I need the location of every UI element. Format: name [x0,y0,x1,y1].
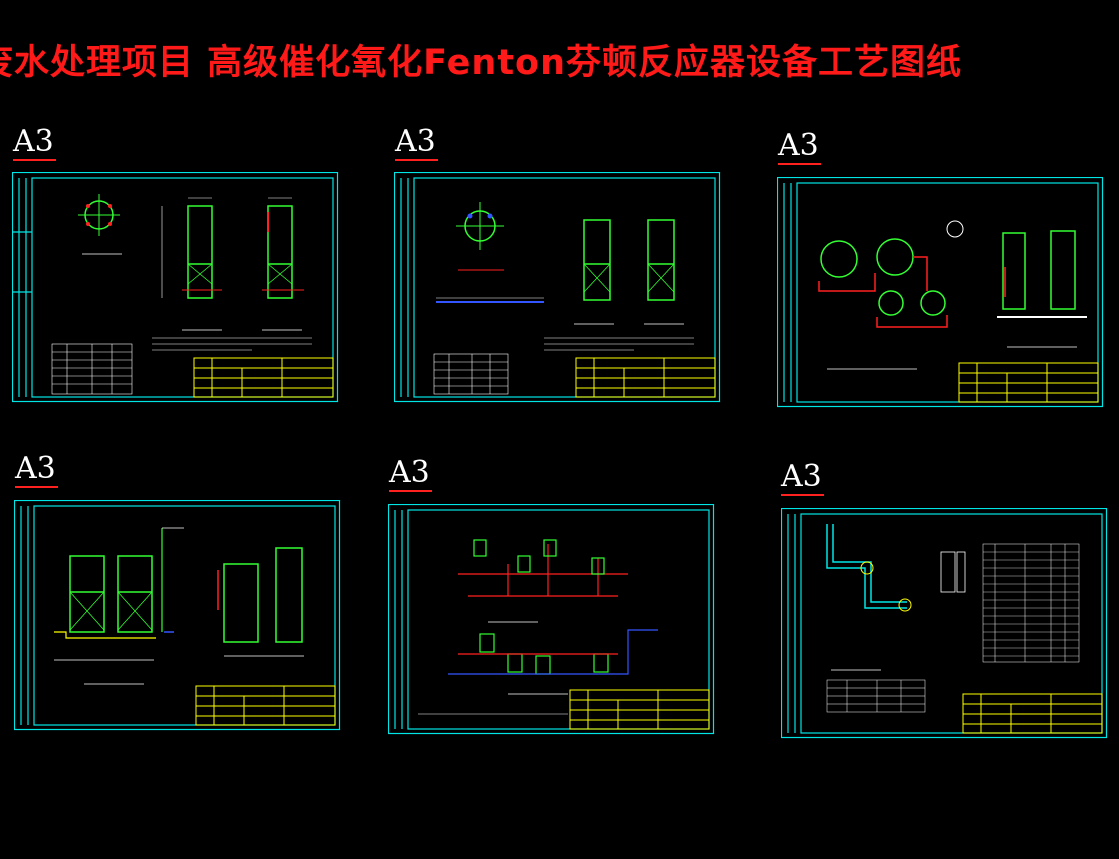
drawing-set-title: 废水处理项目 高级催化氧化Fenton芬顿反应器设备工艺图纸 [0,43,963,83]
sheet-2-size-label: A3 [395,124,438,161]
sheet-6-piping-and-materials[interactable] [781,508,1108,739]
sheet-1-size-label: A3 [13,124,56,161]
sheet-4-size-label: A3 [15,451,58,488]
sheet-5-size-label: A3 [389,455,432,492]
sheet-3-size-label: A3 [778,128,821,165]
sheet-3-equipment-layout[interactable] [777,177,1104,408]
sheet-4-tank-elevation[interactable] [14,500,341,731]
sheet-6-size-label: A3 [781,459,824,496]
sheet-5-process-flow[interactable] [388,504,715,735]
sheet-2-reactor-detail[interactable] [394,172,721,403]
sheet-1-reactor-plan[interactable] [12,172,339,403]
